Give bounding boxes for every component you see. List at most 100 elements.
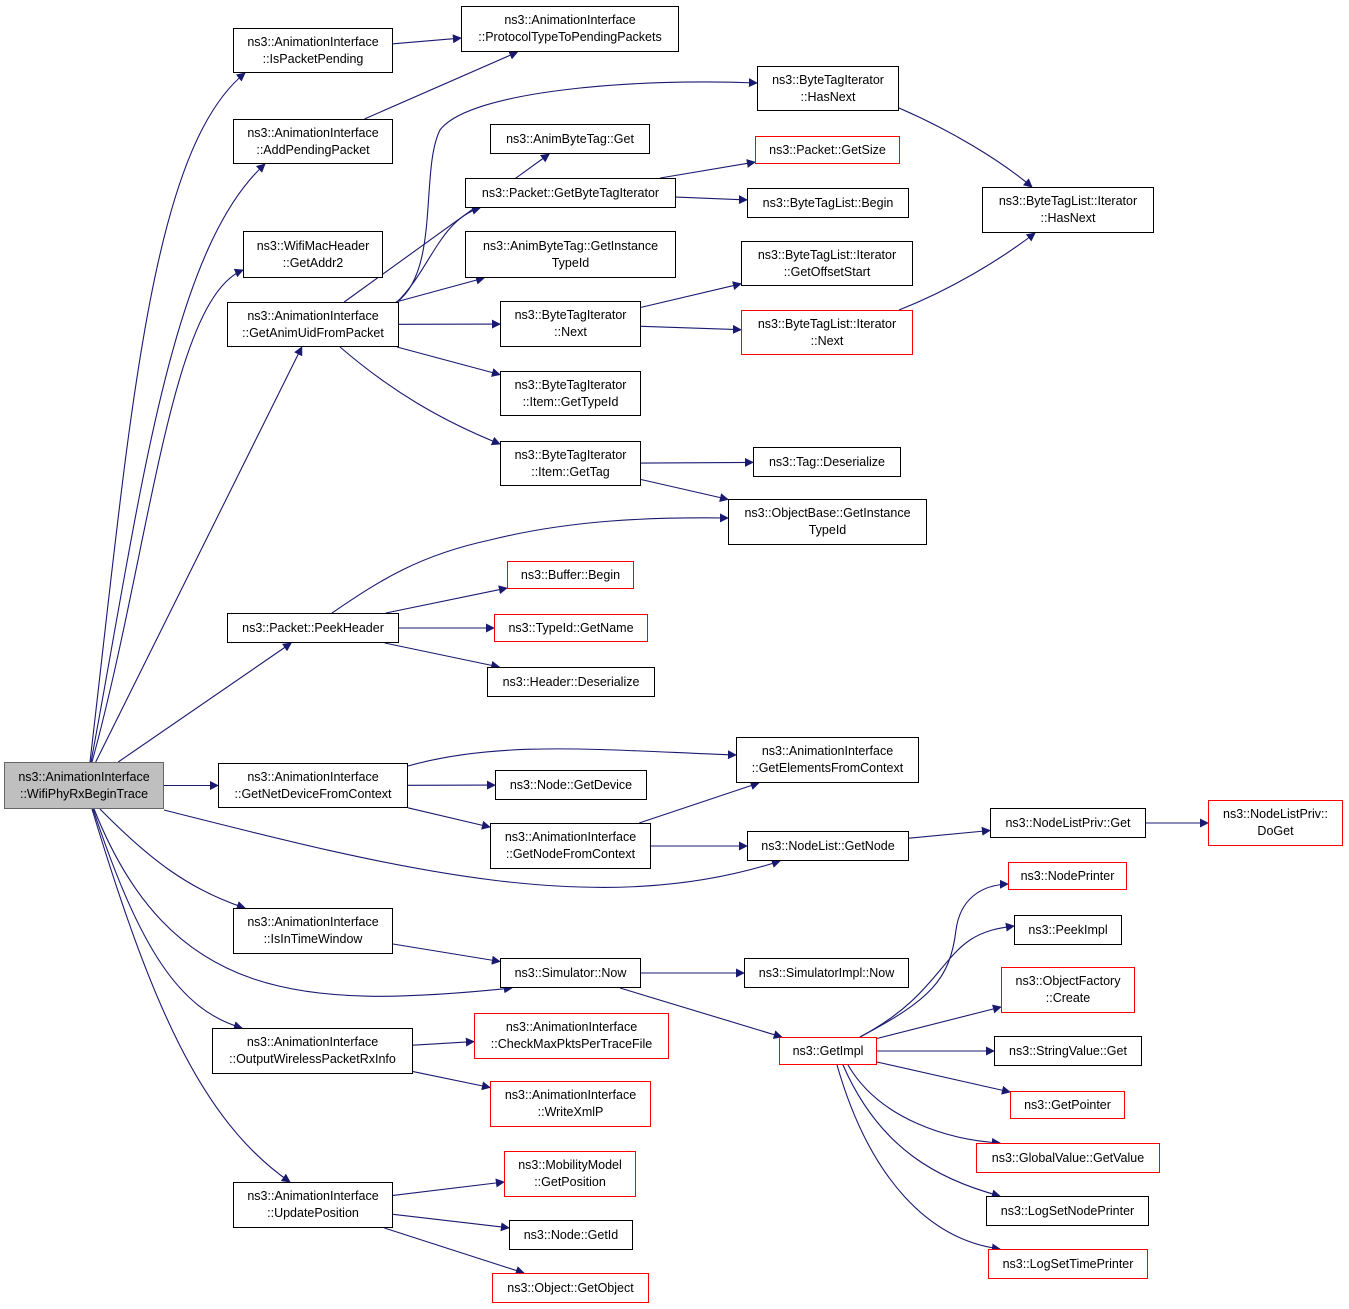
node-label-line: ns3::Packet::GetByteTagIterator xyxy=(481,185,660,200)
edge-getNetDevice-to-getNodeFromContext xyxy=(407,807,491,830)
node-peek-header[interactable]: ns3::Packet::PeekHeader xyxy=(227,613,399,643)
node-label-line: TypeId xyxy=(551,255,590,270)
edge-btiItemGetTag-to-tagDeserialize xyxy=(640,457,754,467)
edge-getNodeFromContext-to-getElementsFromContext xyxy=(639,781,760,824)
node-header-deserialize[interactable]: ns3::Header::Deserialize xyxy=(487,667,655,697)
node-anim-byte-tag-get[interactable]: ns3::AnimByteTag::Get xyxy=(490,124,650,154)
node-label-line: ns3::AnimationInterface xyxy=(761,744,894,758)
node-node-list-get-node[interactable]: ns3::NodeList::GetNode xyxy=(747,831,909,861)
node-get-elements-from-context[interactable]: ns3::AnimationInterface::GetElementsFrom… xyxy=(736,737,919,783)
node-label-line: ns3::Node::GetId xyxy=(523,1227,619,1242)
node-label-line: ::IsPacketPending xyxy=(262,51,364,66)
node-label-line: ::Create xyxy=(1045,991,1091,1005)
node-global-value-get-value[interactable]: ns3::GlobalValue::GetValue xyxy=(976,1143,1160,1173)
edge-btiNext-to-btlIterNext xyxy=(640,324,742,334)
node-label-line: ns3::AnimationInterface xyxy=(505,1020,638,1034)
node-get-byte-tag-iterator[interactable]: ns3::Packet::GetByteTagIterator xyxy=(465,178,676,208)
node-tag-deserialize[interactable]: ns3::Tag::Deserialize xyxy=(753,447,901,477)
node-label-line: ns3::NodeListPriv::Get xyxy=(1005,815,1131,830)
edge-updatePosition-to-nodeGetId xyxy=(392,1213,510,1232)
node-label-line: ns3::ObjectBase::GetInstance xyxy=(744,506,911,520)
node-output-wireless[interactable]: ns3::AnimationInterface::OutputWirelessP… xyxy=(212,1028,413,1074)
node-buffer-begin[interactable]: ns3::Buffer::Begin xyxy=(507,561,634,589)
node-label-line: ns3::Tag::Deserialize xyxy=(768,454,886,469)
node-label-line: ::WriteXmlP xyxy=(537,1105,604,1119)
node-bti-item-get-type-id[interactable]: ns3::ByteTagIterator::Item::GetTypeId xyxy=(500,371,641,416)
edge-getByteTagIterator-to-packetGetSize xyxy=(660,159,756,179)
node-peek-impl[interactable]: ns3::PeekImpl xyxy=(1014,915,1122,945)
node-label-line: DoGet xyxy=(1257,824,1294,838)
node-get-impl[interactable]: ns3::GetImpl xyxy=(779,1037,877,1065)
node-label-line: ns3::NodeListPriv:: xyxy=(1223,807,1328,821)
node-label-line: ns3::AnimationInterface xyxy=(247,308,379,323)
node-node-get-device[interactable]: ns3::Node::GetDevice xyxy=(495,770,647,800)
node-btl-begin[interactable]: ns3::ByteTagList::Begin xyxy=(747,188,909,218)
node-label-line: ns3::Header::Deserialize xyxy=(502,674,640,689)
edge-btlIterNext-to-btlIterHasNext xyxy=(898,232,1036,311)
edge-getAnimUid-to-animByteTagGet xyxy=(343,153,550,303)
node-add-pending-packet[interactable]: ns3::AnimationInterface::AddPendingPacke… xyxy=(233,119,393,164)
node-root[interactable]: ns3::AnimationInterface::WifiPhyRxBeginT… xyxy=(4,762,164,809)
node-label-line: ::GetOffsetStart xyxy=(783,264,871,279)
node-label-line: ns3::WifiMacHeader xyxy=(256,238,370,253)
node-label-line: ns3::SimulatorImpl::Now xyxy=(758,965,895,980)
node-simulator-impl-now[interactable]: ns3::SimulatorImpl::Now xyxy=(744,958,909,988)
node-update-position[interactable]: ns3::AnimationInterface::UpdatePosition xyxy=(233,1182,393,1228)
node-simulator-now[interactable]: ns3::Simulator::Now xyxy=(500,958,641,988)
node-type-id-get-name[interactable]: ns3::TypeId::GetName xyxy=(494,614,648,642)
node-get-anim-uid[interactable]: ns3::AnimationInterface::GetAnimUidFromP… xyxy=(227,302,399,347)
node-label-line: ns3::Packet::GetSize xyxy=(769,142,886,157)
node-is-in-time-window[interactable]: ns3::AnimationInterface::IsInTimeWindow xyxy=(233,908,393,954)
edge-getImpl-to-nodePrinter xyxy=(859,879,1009,1038)
node-label-line: ns3::Packet::PeekHeader xyxy=(242,620,384,635)
node-check-max-pkts[interactable]: ns3::AnimationInterface::CheckMaxPktsPer… xyxy=(474,1013,669,1059)
node-mobility-get-position[interactable]: ns3::MobilityModel::GetPosition xyxy=(504,1151,636,1197)
node-packet-get-size[interactable]: ns3::Packet::GetSize xyxy=(755,136,900,164)
node-get-pointer[interactable]: ns3::GetPointer xyxy=(1010,1091,1125,1119)
node-btl-iter-offset-start[interactable]: ns3::ByteTagList::Iterator::GetOffsetSta… xyxy=(741,241,913,286)
edge-getImpl-to-logSetTimePrinter xyxy=(836,1064,1001,1253)
node-label-line: ns3::ByteTagList::Iterator xyxy=(998,194,1138,208)
node-label-line: ::HasNext xyxy=(800,89,856,104)
node-label-line: ::GetPosition xyxy=(534,1175,606,1189)
edge-getAnimUid-to-btiItemGetTag xyxy=(339,346,501,446)
node-write-xml-p[interactable]: ns3::AnimationInterface::WriteXmlP xyxy=(490,1081,651,1127)
node-log-set-time-printer[interactable]: ns3::LogSetTimePrinter xyxy=(988,1249,1148,1279)
node-label-line: ns3::AnimationInterface xyxy=(247,915,379,929)
edge-btiHasNext-to-btlIterHasNext xyxy=(898,107,1033,188)
edge-root-to-getAnimUid xyxy=(95,346,303,763)
edge-root-to-outputWireless xyxy=(92,808,243,1031)
node-node-get-id[interactable]: ns3::Node::GetId xyxy=(509,1220,633,1250)
node-protocol-type[interactable]: ns3::AnimationInterface::ProtocolTypeToP… xyxy=(461,6,679,52)
node-bti-item-get-tag[interactable]: ns3::ByteTagIterator::Item::GetTag xyxy=(500,441,641,486)
edge-isPacketPending-to-protocolType xyxy=(392,34,462,45)
node-string-value-get[interactable]: ns3::StringValue::Get xyxy=(994,1036,1142,1066)
node-node-list-priv-do-get[interactable]: ns3::NodeListPriv::DoGet xyxy=(1208,800,1343,846)
edge-getImpl-to-globalValueGetValue xyxy=(847,1064,1001,1148)
edge-simulatorNow-to-getImpl xyxy=(619,987,783,1039)
edge-getImpl-to-logSetNodePrinter xyxy=(842,1064,1001,1199)
node-btl-iter-next[interactable]: ns3::ByteTagList::Iterator::Next xyxy=(741,310,913,355)
node-is-packet-pending[interactable]: ns3::AnimationInterface::IsPacketPending xyxy=(233,28,393,73)
node-wifi-get-addr2[interactable]: ns3::WifiMacHeader::GetAddr2 xyxy=(243,231,383,278)
edge-isInTimeWindow-to-simulatorNow xyxy=(392,943,501,965)
node-bti-has-next[interactable]: ns3::ByteTagIterator::HasNext xyxy=(757,66,899,111)
node-get-node-from-context[interactable]: ns3::AnimationInterface::GetNodeFromCont… xyxy=(490,823,651,869)
edge-getNetDevice-to-getElementsFromContext xyxy=(407,748,737,767)
node-get-net-device[interactable]: ns3::AnimationInterface::GetNetDeviceFro… xyxy=(218,763,408,808)
node-node-printer[interactable]: ns3::NodePrinter xyxy=(1008,862,1127,890)
node-object-factory-create[interactable]: ns3::ObjectFactory::Create xyxy=(1001,967,1135,1013)
node-label-line: ::GetElementsFromContext xyxy=(751,761,904,775)
node-bti-next[interactable]: ns3::ByteTagIterator::Next xyxy=(500,301,641,347)
node-label-line: ::Item::GetTag xyxy=(531,464,610,479)
node-label-line: ns3::AnimByteTag::Get xyxy=(506,131,634,146)
node-object-get-object[interactable]: ns3::Object::GetObject xyxy=(492,1273,649,1303)
node-node-list-priv-get[interactable]: ns3::NodeListPriv::Get xyxy=(990,808,1146,838)
node-label-line: ns3::AnimationInterface xyxy=(504,1088,637,1102)
node-log-set-node-printer[interactable]: ns3::LogSetNodePrinter xyxy=(986,1196,1149,1226)
node-btl-iter-has-next[interactable]: ns3::ByteTagList::Iterator::HasNext xyxy=(982,187,1154,233)
node-label-line: ns3::ByteTagIterator xyxy=(514,377,627,392)
node-label-line: ns3::StringValue::Get xyxy=(1009,1043,1127,1058)
